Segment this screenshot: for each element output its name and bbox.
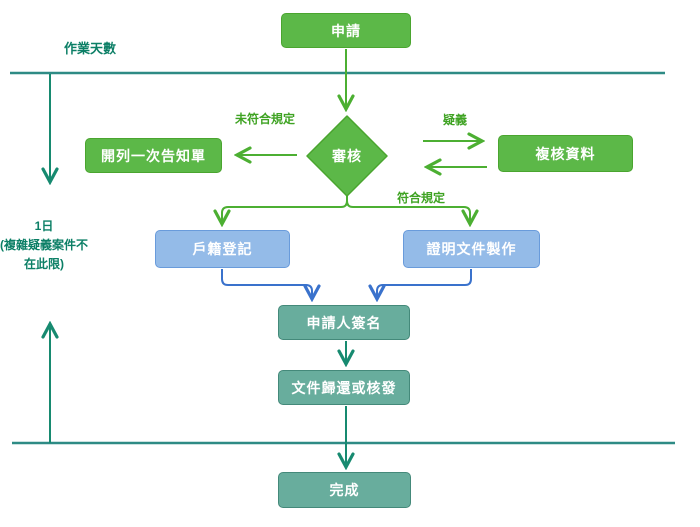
node-notice-label: 開列一次告知單 [101, 147, 206, 164]
edge-label-compliant: 符合規定 [396, 191, 445, 205]
node-return-label: 文件歸還或核發 [291, 379, 397, 396]
node-recheck: 複核資料 [498, 135, 633, 172]
edge-label-doubt: 疑義 [442, 113, 467, 127]
node-notice: 開列一次告知單 [85, 138, 222, 173]
node-return: 文件歸還或核發 [278, 370, 410, 405]
node-household: 戶籍登記 [155, 230, 290, 268]
node-done-label: 完成 [329, 482, 360, 498]
node-signature: 申請人簽名 [278, 305, 410, 340]
edge-certificate-to-signature [377, 269, 472, 299]
duration-note-line2: (複雜疑義案件不 [0, 238, 88, 252]
node-signature-label: 申請人簽名 [306, 314, 382, 331]
node-certificate: 證明文件製作 [403, 230, 540, 268]
duration-note-line3: 在此限) [24, 257, 64, 271]
node-review-label: 審核 [332, 148, 362, 164]
edge-review-to-household [222, 195, 348, 224]
edge-household-to-signature [221, 269, 312, 299]
node-household-label: 戶籍登記 [192, 241, 253, 257]
node-done: 完成 [278, 472, 411, 508]
node-recheck-label: 複核資料 [535, 145, 596, 162]
duration-note: 1日 (複雜疑義案件不 在此限) [0, 217, 90, 274]
edge-review-to-certificate [346, 195, 470, 224]
node-certificate-label: 證明文件製作 [426, 241, 517, 257]
node-apply-label: 申請 [331, 22, 361, 39]
working-days-label: 作業天數 [63, 41, 116, 56]
duration-note-line1: 1日 [34, 219, 54, 233]
node-apply: 申請 [281, 13, 411, 48]
edge-label-not-compliant: 未符合規定 [234, 112, 295, 126]
node-review: 審核 [307, 116, 387, 196]
decision-diamond-shape [306, 115, 388, 197]
